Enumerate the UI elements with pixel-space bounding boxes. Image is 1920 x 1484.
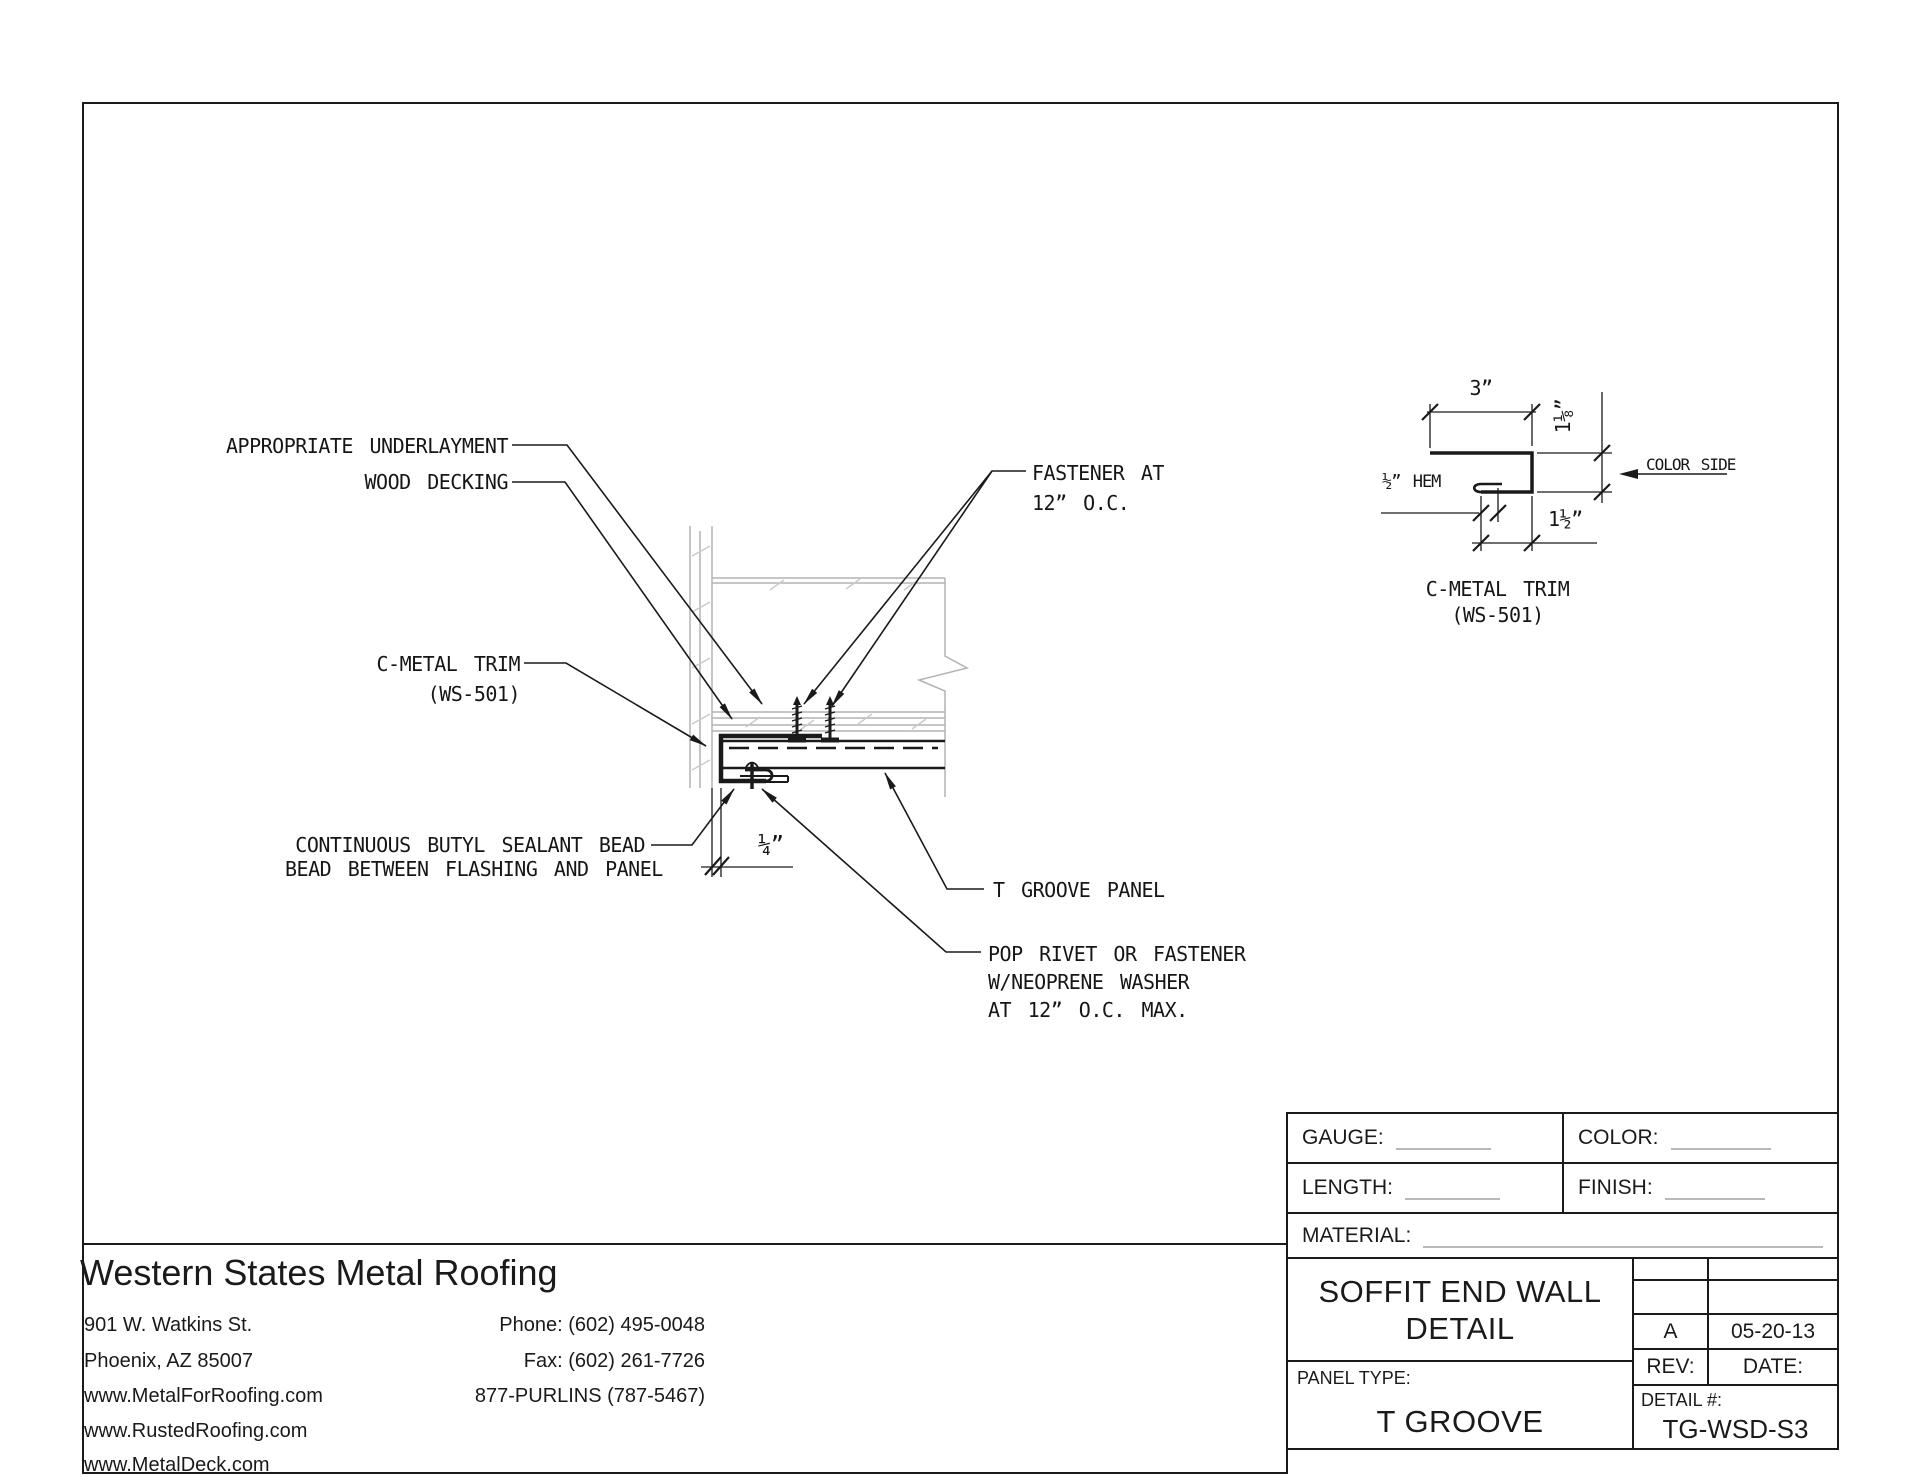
company-tollfree: 877-PURLINS (787-5467) <box>474 1385 705 1407</box>
sheet-border <box>82 102 1839 1243</box>
profile-caption-1: C-METAL TRIM <box>1425 577 1570 601</box>
color-side-arrow <box>1619 469 1727 479</box>
company-address-1: 901 W. Watkins St. <box>84 1314 253 1336</box>
material-blank-field <box>1423 1230 1824 1248</box>
leader-lines <box>512 444 1026 953</box>
gauge-cell: GAUGE: <box>1288 1114 1564 1162</box>
color-label: COLOR: <box>1578 1126 1659 1149</box>
pop-rivet <box>740 761 789 789</box>
profile-dim-bottom: 1½” <box>1548 507 1583 531</box>
titleblock-bottom: SOFFIT END WALL DETAIL PANEL TYPE: T GRO… <box>1288 1259 1837 1450</box>
label-butyl-sealant-1: CONTINUOUS BUTYL SEALANT BEAD <box>295 833 645 857</box>
sheet-title: SOFFIT END WALL DETAIL <box>1288 1259 1632 1362</box>
rev-empty-cell-2 <box>1634 1281 1709 1313</box>
detail-number-value: TG-WSD-S3 <box>1662 1414 1809 1444</box>
detail-number-label: DETAIL #: <box>1641 1390 1723 1410</box>
company-name: Western States Metal Roofing <box>80 1252 558 1293</box>
company-website-1: www.MetalForRoofing.com <box>84 1385 323 1407</box>
label-c-metal-trim: C-METAL TRIM <box>376 652 521 676</box>
profile-hem-label: ½” HEM <box>1382 472 1441 492</box>
label-c-metal-trim-part: (WS-501) <box>427 682 521 706</box>
title-block: GAUGE: COLOR: LENGTH: FINISH: MATERIAL: <box>1286 1112 1839 1450</box>
profile-caption-2: (WS-501) <box>1451 603 1544 627</box>
finish-label: FINISH: <box>1578 1176 1653 1199</box>
label-pop-rivet-3: AT 12” O.C. MAX. <box>988 998 1188 1022</box>
rev-label: REV: <box>1634 1350 1709 1384</box>
titleblock-row-material: MATERIAL: <box>1288 1214 1837 1259</box>
wood-hatch-ticks <box>691 545 927 771</box>
label-butyl-sealant-2: BEAD BETWEEN FLASHING AND PANEL <box>285 857 663 881</box>
gauge-blank-field <box>1395 1132 1491 1150</box>
profile-dim-height: 1⅛” <box>1551 398 1575 434</box>
panel-type-label: PANEL TYPE: <box>1297 1368 1411 1388</box>
rev-label-row: REV: DATE: <box>1634 1350 1837 1386</box>
label-pop-rivet-1: POP RIVET OR FASTENER <box>988 942 1246 966</box>
titleblock-row-length-finish: LENGTH: FINISH: <box>1288 1164 1837 1214</box>
quarter-inch-dimension <box>701 788 793 877</box>
label-fastener-1: FASTENER AT <box>1032 461 1164 485</box>
date-label: DATE: <box>1742 1355 1804 1378</box>
label-wood-decking: WOOD DECKING <box>364 470 509 494</box>
panel-type-value: T GROOVE <box>1376 1404 1544 1439</box>
color-cell: COLOR: <box>1564 1114 1837 1162</box>
rev-value-row: A 05-20-13 <box>1634 1315 1837 1350</box>
rev-empty-row-1 <box>1634 1259 1837 1281</box>
sheet-title-line1: SOFFIT END WALL <box>1318 1273 1602 1309</box>
label-pop-rivet-2: W/NEOPRENE WASHER <box>988 970 1190 994</box>
color-blank-field <box>1670 1132 1771 1150</box>
label-fastener-2: 12” O.C. <box>1032 491 1130 515</box>
gauge-label: GAUGE: <box>1302 1126 1384 1149</box>
company-website-2: www.RustedRoofing.com <box>84 1420 308 1442</box>
trim-profile <box>1430 451 1534 494</box>
company-info-box <box>82 1243 1288 1474</box>
material-label: MATERIAL: <box>1302 1223 1412 1247</box>
rev-empty-row-2 <box>1634 1281 1837 1315</box>
company-phone: Phone: (602) 495-0048 <box>499 1314 705 1336</box>
rev-empty-cell <box>1634 1259 1709 1279</box>
material-cell: MATERIAL: <box>1288 1214 1837 1257</box>
label-t-groove-panel: T GROOVE PANEL <box>993 878 1165 902</box>
finish-blank-field <box>1664 1182 1765 1200</box>
finish-cell: FINISH: <box>1564 1164 1837 1212</box>
company-fax: Fax: (602) 261-7726 <box>523 1350 705 1372</box>
company-website-3: www.MetalDeck.com <box>84 1454 270 1476</box>
panel-type-cell: PANEL TYPE: T GROOVE <box>1288 1362 1632 1450</box>
length-blank-field <box>1405 1182 1501 1200</box>
dim-quarter-inch: ¼” <box>758 833 784 858</box>
date-empty-cell-2 <box>1709 1281 1837 1313</box>
label-underlayment: APPROPRIATE UNDERLAYMENT <box>226 434 508 458</box>
titleblock-title-pane: SOFFIT END WALL DETAIL PANEL TYPE: T GRO… <box>1288 1259 1634 1450</box>
profile-color-side: COLOR SIDE <box>1646 455 1736 474</box>
titleblock-row-gauge-color: GAUGE: COLOR: <box>1288 1114 1837 1164</box>
date-value: 05-20-13 <box>1730 1319 1816 1343</box>
rev-value: A <box>1634 1315 1709 1348</box>
break-line <box>916 578 970 797</box>
sheet-title-line2: DETAIL <box>1405 1310 1515 1346</box>
length-label: LENGTH: <box>1302 1176 1394 1199</box>
profile-dim-3in: 3” <box>1469 376 1493 400</box>
revision-table: A 05-20-13 REV: DATE: DETAIL #: TG-WSD-S… <box>1634 1259 1837 1450</box>
company-address-2: Phoenix, AZ 85007 <box>84 1350 254 1372</box>
trim-profile-dimensions <box>1381 392 1612 552</box>
length-cell: LENGTH: <box>1288 1164 1564 1212</box>
detail-number-cell: DETAIL #: TG-WSD-S3 <box>1634 1386 1837 1450</box>
date-empty-cell <box>1709 1259 1837 1279</box>
